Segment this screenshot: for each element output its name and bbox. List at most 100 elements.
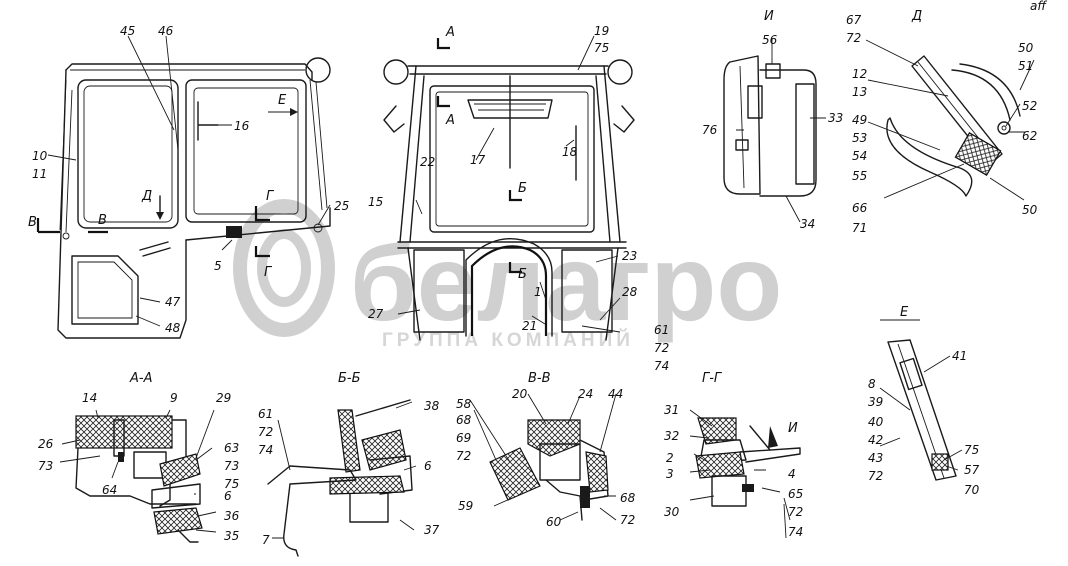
- marker-b-bottom: Б: [518, 267, 527, 282]
- callout-29: 29: [216, 391, 231, 405]
- marker-d: Д: [141, 189, 152, 204]
- callout-72-e: 72: [868, 469, 883, 483]
- callout-28: 28: [622, 285, 638, 299]
- callout-46: 46: [158, 24, 174, 38]
- callout-76: 76: [702, 123, 718, 137]
- callout-75-aa: 75: [224, 477, 239, 491]
- callout-40: 40: [868, 415, 884, 429]
- callout-13: 13: [852, 85, 867, 99]
- callout-68-vv-top: 68: [456, 413, 472, 427]
- callout-38: 38: [424, 399, 440, 413]
- callout-70: 70: [964, 483, 980, 497]
- callout-54: 54: [852, 149, 867, 163]
- door-frame: [185, 79, 307, 223]
- sun-visor: [467, 99, 553, 119]
- callout-61: 61: [654, 323, 669, 337]
- callout-26: 26: [38, 437, 54, 451]
- callout-15: 15: [368, 195, 383, 209]
- callout-72-vv-top: 72: [456, 449, 471, 463]
- callout-53: 53: [852, 131, 867, 145]
- callout-72: 72: [654, 341, 669, 355]
- callout-66: 66: [852, 201, 868, 215]
- callout-35: 35: [224, 529, 239, 543]
- callout-60: 60: [546, 515, 562, 529]
- watermark-logo: белагро ГРУППА КОМПАНИЙ: [233, 199, 782, 351]
- view-e-title: Е: [900, 305, 909, 320]
- section-aa: [59, 409, 217, 543]
- callout-39: 39: [868, 395, 883, 409]
- callout-72-vv-bottom: 72: [620, 513, 635, 527]
- callout-48: 48: [165, 321, 181, 335]
- callout-17: 17: [470, 153, 486, 167]
- callout-58: 58: [456, 397, 472, 411]
- callout-37: 37: [424, 523, 440, 537]
- callout-55: 55: [852, 169, 867, 183]
- callout-23: 23: [622, 249, 637, 263]
- section-vv: [469, 393, 617, 521]
- callout-1: 1: [534, 285, 542, 299]
- callout-75-top: 75: [594, 41, 609, 55]
- marker-a-top: А: [445, 25, 455, 40]
- section-gg: [689, 409, 801, 539]
- view-e: [879, 319, 963, 481]
- callout-7: 7: [262, 533, 270, 547]
- watermark-brand: белагро: [350, 222, 782, 343]
- callout-16: 16: [234, 119, 250, 133]
- view-d: [865, 39, 1035, 201]
- lower-window: [71, 255, 139, 325]
- callout-75-e: 75: [964, 443, 979, 457]
- callout-27: 27: [368, 307, 384, 321]
- callout-36: 36: [224, 509, 240, 523]
- callout-6-aa: 6: [224, 489, 232, 503]
- callout-74-gg: 74: [788, 525, 803, 539]
- callout-8: 8: [868, 377, 876, 391]
- callout-57: 57: [964, 463, 980, 477]
- section-vv-title: В-В: [528, 371, 551, 386]
- callout-24: 24: [578, 387, 593, 401]
- callout-45: 45: [120, 24, 135, 38]
- callout-41: 41: [952, 349, 967, 363]
- marker-v-left: В: [28, 215, 37, 230]
- rear-window: [77, 79, 179, 229]
- marker-g-top: Г: [266, 189, 275, 204]
- callout-9: 9: [170, 391, 178, 405]
- callout-30: 30: [664, 505, 680, 519]
- callout-72-d: 72: [846, 31, 861, 45]
- callout-69: 69: [456, 431, 471, 445]
- callout-21: 21: [522, 319, 537, 333]
- callout-47: 47: [165, 295, 181, 309]
- callout-73-right: 73: [224, 459, 239, 473]
- callout-20: 20: [512, 387, 528, 401]
- callout-56: 56: [762, 33, 778, 47]
- view-d-title: Д: [911, 9, 922, 24]
- callout-43: 43: [868, 451, 883, 465]
- callout-71: 71: [852, 221, 867, 235]
- callout-61-bb: 61: [258, 407, 273, 421]
- callout-72-bb: 72: [258, 425, 273, 439]
- callout-22: 22: [420, 155, 435, 169]
- section-bb: [267, 399, 417, 557]
- side-view: [36, 35, 331, 339]
- callout-31: 31: [664, 403, 679, 417]
- callout-63: 63: [224, 441, 239, 455]
- callout-49: 49: [852, 113, 867, 127]
- corner-mark: aff: [1030, 0, 1047, 13]
- callout-3: 3: [666, 467, 674, 481]
- section-bb-title: Б-Б: [338, 371, 361, 386]
- side-mirror: [305, 57, 331, 83]
- view-i: [723, 38, 826, 223]
- callout-34: 34: [800, 217, 815, 231]
- section-gg-title: Г-Г: [702, 371, 723, 386]
- marker-i: И: [788, 421, 798, 436]
- callout-18: 18: [562, 145, 578, 159]
- callout-52-b: 62: [1022, 129, 1037, 143]
- callout-12: 12: [852, 67, 867, 81]
- front-view: [383, 35, 635, 341]
- marker-g-bottom: Г: [264, 265, 273, 280]
- section-aa-title: А-А: [129, 371, 152, 386]
- callout-50-bottom: 50: [1022, 203, 1038, 217]
- marker-e: Е: [278, 93, 287, 108]
- callout-73-left: 73: [38, 459, 53, 473]
